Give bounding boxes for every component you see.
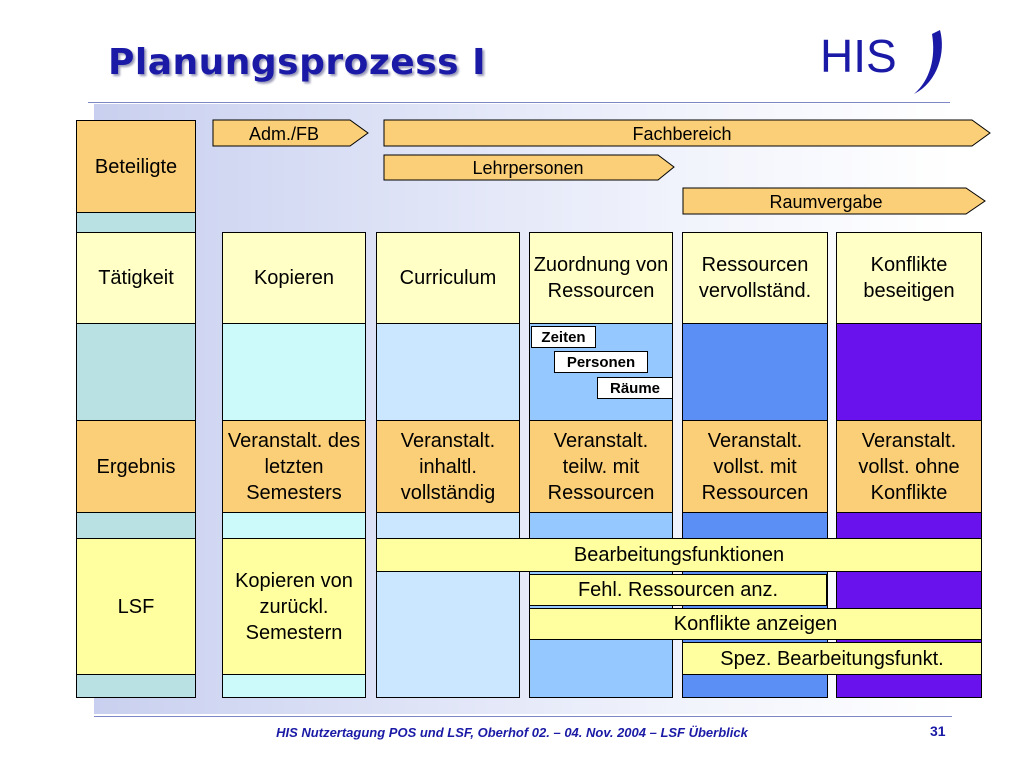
tag-raeume: Räume: [597, 377, 673, 399]
activity-zuordnung: Zuordnung von Ressourcen: [529, 232, 673, 324]
tag-zeiten: Zeiten: [531, 326, 596, 348]
result-konflikte: Veranstalt. vollst. ohne Konflikte: [836, 420, 982, 513]
title-divider: [88, 102, 950, 103]
row-label-lsf: LSF: [76, 538, 196, 675]
activity-curriculum: Curriculum: [376, 232, 520, 324]
activity-kopieren: Kopieren: [222, 232, 366, 324]
arrow-raumvergabe-label: Raumvergabe: [769, 192, 882, 212]
arrow-fachbereich: [383, 119, 991, 147]
page-title: Planungsprozess I: [108, 42, 487, 83]
arrow-raumvergabe: [682, 187, 986, 215]
arrow-lehrpersonen-label: Lehrpersonen: [472, 158, 583, 178]
row-label-beteiligte: Beteiligte: [76, 120, 196, 213]
logo-text: HIS: [820, 30, 897, 82]
activity-konflikte-beseitigen: Konflikte beseitigen: [836, 232, 982, 324]
page-number: 31: [930, 723, 946, 739]
row-label-taetigkeit: Tätigkeit: [76, 232, 196, 324]
result-zuordnung: Veranstalt. teilw. mit Ressourcen: [529, 420, 673, 513]
arrow-lehrpersonen: [383, 154, 675, 181]
footer-text: HIS Nutzertagung POS und LSF, Oberhof 02…: [276, 725, 748, 740]
tag-personen: Personen: [554, 351, 648, 373]
participant-arrows: Adm./FB Fachbereich Lehrpersonen Raumver…: [212, 119, 991, 215]
activity-ressourcen-vervollstaendigen: Ressourcen vervollständ.: [682, 232, 828, 324]
lsf-kopieren: Kopieren von zurückl. Semestern: [222, 538, 366, 675]
result-vervollstaendigen: Veranstalt. vollst. mit Ressourcen: [682, 420, 828, 513]
lsf-bearbeitungsfunktionen: Bearbeitungsfunktionen: [376, 538, 982, 572]
row-label-ergebnis: Ergebnis: [76, 420, 196, 513]
arrow-adm: [212, 119, 369, 147]
lsf-konflikte-anzeigen: Konflikte anzeigen: [529, 608, 982, 640]
arrow-adm-label: Adm./FB: [249, 124, 319, 144]
lsf-spez-bearbeitung: Spez. Bearbeitungsfunkt.: [682, 642, 982, 675]
result-curriculum: Veranstalt. inhaltl. vollständig: [376, 420, 520, 513]
lsf-fehlende-ressourcen: Fehl. Ressourcen anz.: [529, 574, 827, 606]
footer-divider: [94, 716, 952, 717]
his-logo: HIS: [818, 22, 958, 100]
arrow-fachbereich-label: Fachbereich: [632, 124, 731, 144]
logo-swoosh: [914, 30, 942, 94]
result-kopieren: Veranstalt. des letzten Semesters: [222, 420, 366, 513]
